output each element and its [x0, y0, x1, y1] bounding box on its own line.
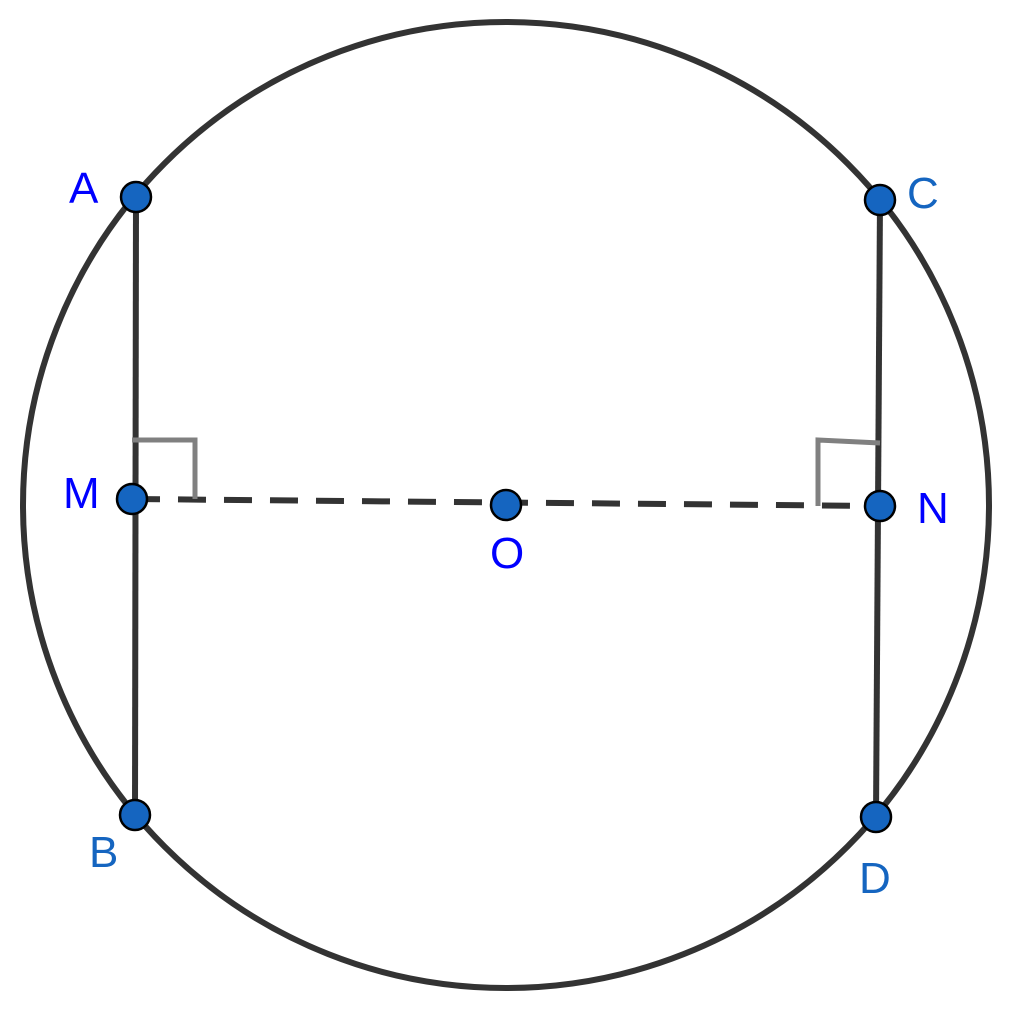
label-m: M: [63, 469, 100, 518]
right-angle-mark-n: [815, 437, 881, 506]
label-d: D: [859, 854, 891, 903]
point-c: [863, 183, 897, 217]
point-a: [119, 180, 153, 214]
label-c: C: [907, 169, 939, 218]
label-n: N: [917, 484, 949, 533]
label-b: B: [89, 828, 118, 877]
label-a: A: [69, 164, 99, 213]
circle: [20, 19, 992, 991]
point-d: [859, 800, 893, 834]
point-n: [863, 489, 897, 523]
point-o: [489, 488, 523, 522]
label-o: O: [490, 529, 524, 578]
point-m: [115, 482, 149, 516]
point-b: [118, 798, 152, 832]
right-angle-mark-m: [132, 437, 198, 499]
